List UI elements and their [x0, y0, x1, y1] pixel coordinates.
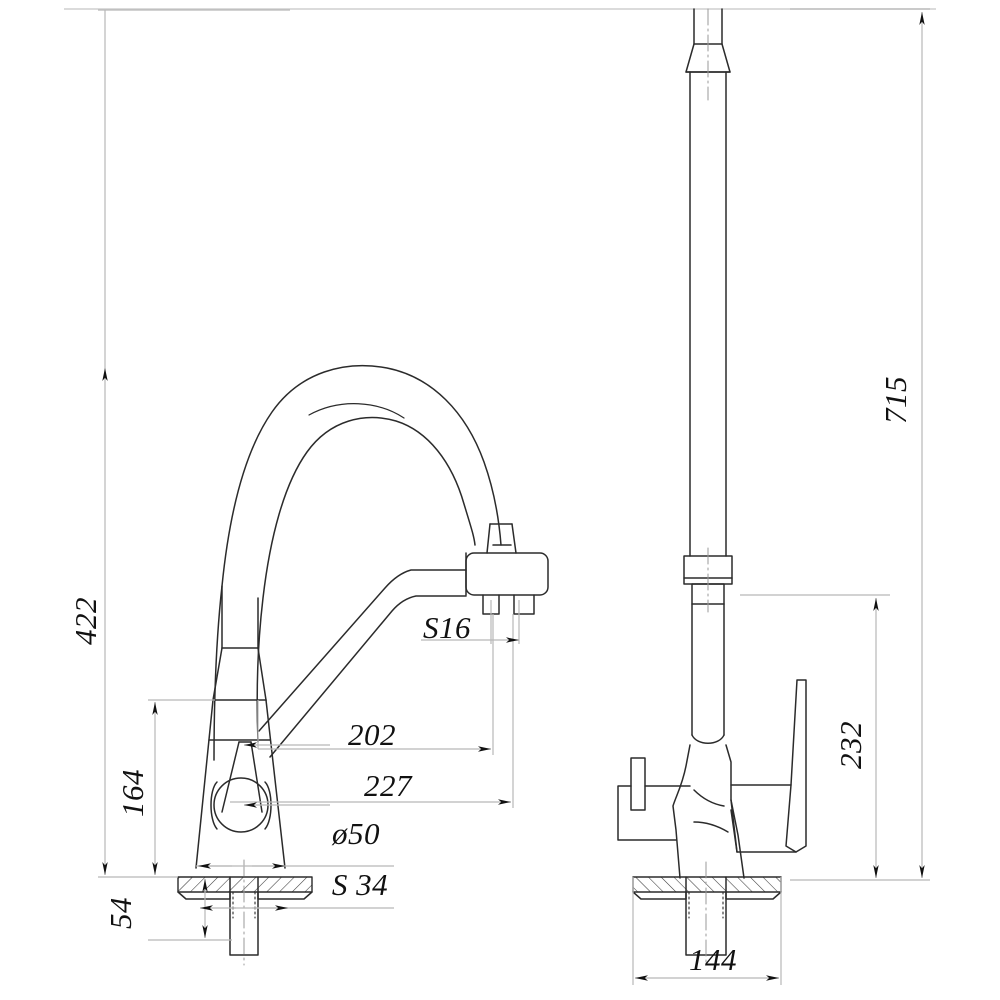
spout-outer-contour: [213, 364, 502, 761]
filter-arm-bottom: [269, 595, 467, 758]
spout-riser2: [511, 523, 517, 554]
dim-label-54: 54: [103, 897, 138, 929]
dim-label-202: 202: [348, 717, 396, 752]
front-view: [177, 364, 549, 966]
dim-label-422: 422: [68, 597, 103, 645]
side-body-lower: [672, 744, 745, 879]
filter-lever: [617, 757, 691, 841]
dim-label-s16: S16: [423, 610, 471, 645]
dim-label-232: 232: [833, 721, 868, 769]
spout-inner-contour: [256, 416, 476, 743]
main-lever-handle: [693, 679, 807, 853]
side-body-column: [691, 603, 725, 744]
dim-label-144: 144: [689, 942, 737, 977]
spout-arch-highlight: [308, 403, 405, 419]
dim-label-715: 715: [878, 376, 913, 424]
dim-label-s34: S 34: [332, 867, 388, 902]
spout-riser: [486, 523, 491, 554]
side-view: [617, 8, 807, 966]
side-deck-plate: [632, 876, 782, 900]
deck-plate: [177, 876, 313, 900]
dim-label-164: 164: [115, 769, 150, 817]
riser-column: [689, 71, 727, 557]
dim-label-d50: ø50: [331, 816, 380, 851]
dimension-lines: [98, 8, 930, 985]
body-cone: [195, 699, 286, 869]
dimension-labels: 422 164 54 202 227 S16 ø50 S 34 715 232 …: [68, 376, 913, 977]
dim-label-227: 227: [364, 768, 413, 803]
body-neck: [212, 585, 267, 701]
outlet-block: [465, 552, 549, 596]
mounting-shank: [229, 891, 259, 956]
handle-hub: [210, 741, 272, 833]
filter-arm-top: [258, 569, 467, 732]
